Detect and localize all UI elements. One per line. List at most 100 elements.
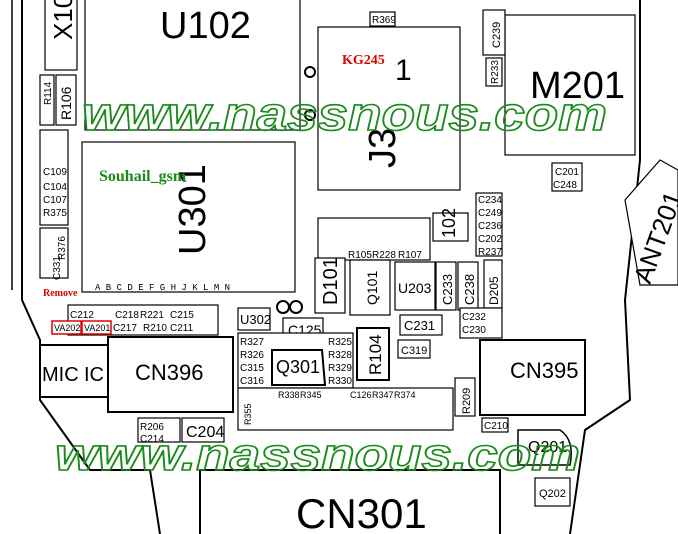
m201-label: M201 (530, 65, 625, 107)
c201-part (551, 162, 583, 192)
r233-label: R233 (490, 60, 501, 84)
r107-label: R107 (398, 250, 422, 261)
c315-label: C315 (240, 363, 264, 374)
c217-label: C217 (113, 323, 137, 334)
via-2 (289, 300, 303, 314)
r106-part (55, 74, 77, 126)
va202-part (51, 320, 82, 335)
u203-part (394, 261, 436, 311)
board-outline (21, 0, 641, 534)
r237-label: R237 (478, 247, 502, 258)
j3-chip (317, 26, 461, 191)
r104-part (356, 327, 390, 381)
x101-label: X10 (48, 0, 78, 40)
q201-label: Q201 (528, 439, 567, 456)
q101-label: Q101 (364, 271, 380, 305)
r345-label: R345 (300, 390, 322, 400)
r326-label: R326 (240, 350, 264, 361)
souhail-label: Souhail_gsm (99, 168, 187, 185)
left-col-3: C104 (43, 182, 67, 193)
r209-part (454, 377, 476, 417)
r233-part (485, 57, 503, 87)
c233-label: C233 (440, 274, 455, 305)
q201-part (517, 429, 572, 466)
r206-part (137, 417, 181, 443)
c204-label: C204 (186, 424, 224, 441)
r338-label: R338 (278, 390, 300, 400)
va201-label: VA201 (84, 323, 110, 333)
right-mid-column (475, 192, 503, 257)
c204-part (181, 417, 225, 443)
r374-label: R374 (394, 390, 416, 400)
left-col-1: R114 (43, 81, 54, 105)
u302-part (237, 307, 271, 331)
c230-label: C230 (462, 325, 486, 336)
r328-label: R328 (328, 350, 352, 361)
q202-part (534, 477, 571, 507)
ant201-part (624, 159, 678, 286)
r106-label: R106 (58, 86, 74, 120)
va201-part (81, 320, 112, 335)
r329-label: R329 (328, 363, 352, 374)
c319-label: C319 (401, 345, 427, 357)
r355-label: R355 (243, 403, 253, 425)
q101-part (349, 259, 391, 316)
u301-label: U301 (172, 164, 214, 255)
r-bottom-parts (237, 387, 454, 431)
left-col-6: R376 (57, 236, 68, 260)
mic-part (39, 344, 109, 398)
d101-label: D101 (320, 257, 342, 305)
n102-label: 102 (439, 208, 459, 238)
cn301-connector (199, 469, 501, 534)
c239-label: C239 (491, 22, 503, 48)
j3-label: J3 (362, 128, 404, 168)
remove-label: Remove (43, 288, 78, 299)
watermark-top: www.nassnous.com (82, 87, 607, 140)
c218-label: C218 (115, 310, 139, 321)
c233-part (435, 261, 457, 311)
j3-sub-label: 1 (395, 54, 412, 87)
via-3 (304, 66, 316, 78)
left-col-7: C331 (52, 256, 63, 280)
r104-label: R104 (366, 334, 385, 375)
q202-label: Q202 (539, 488, 566, 500)
c248-label: C248 (553, 180, 577, 191)
u102-label: U102 (160, 5, 251, 47)
r209-label: R209 (461, 388, 473, 414)
r228-label: R228 (372, 250, 396, 261)
m201-chip (504, 14, 636, 156)
cn396-label: CN396 (135, 360, 203, 385)
via-4 (304, 109, 316, 121)
r105-label: R105 (348, 250, 372, 261)
c239-part (482, 9, 506, 56)
u301-pins: A B C D E F G H J K L M N (95, 283, 230, 293)
c211-label: C211 (170, 323, 194, 334)
q301-label: Q301 (276, 357, 320, 377)
kg245-label: KG245 (342, 53, 385, 68)
c202-label: C202 (478, 234, 502, 245)
c249-label: C249 (478, 208, 502, 219)
r221-label: R221 (140, 310, 164, 321)
c232-label: C232 (462, 312, 486, 323)
left-col-5: R375 (43, 208, 67, 219)
u302-label: U302 (240, 312, 271, 327)
c316-label: C316 (240, 376, 264, 387)
left-col-4: C107 (43, 195, 67, 206)
d205-label: D205 (487, 276, 501, 305)
d101-part (314, 257, 346, 314)
r325-label: R325 (328, 337, 352, 348)
q301-part (271, 349, 327, 386)
r347-label: R347 (372, 390, 394, 400)
u102-chip (84, 0, 301, 131)
r369-label: R369 (372, 15, 396, 26)
c215-label: C215 (170, 310, 194, 321)
c236-label: C236 (478, 221, 502, 232)
c232-part (459, 307, 503, 339)
cn301-label: CN301 (296, 490, 427, 534)
c234-label: C234 (478, 195, 502, 206)
c319-part (397, 339, 431, 359)
n102-part (432, 212, 469, 242)
mid-row-parts (317, 217, 431, 261)
ic-label: IC (84, 364, 104, 386)
